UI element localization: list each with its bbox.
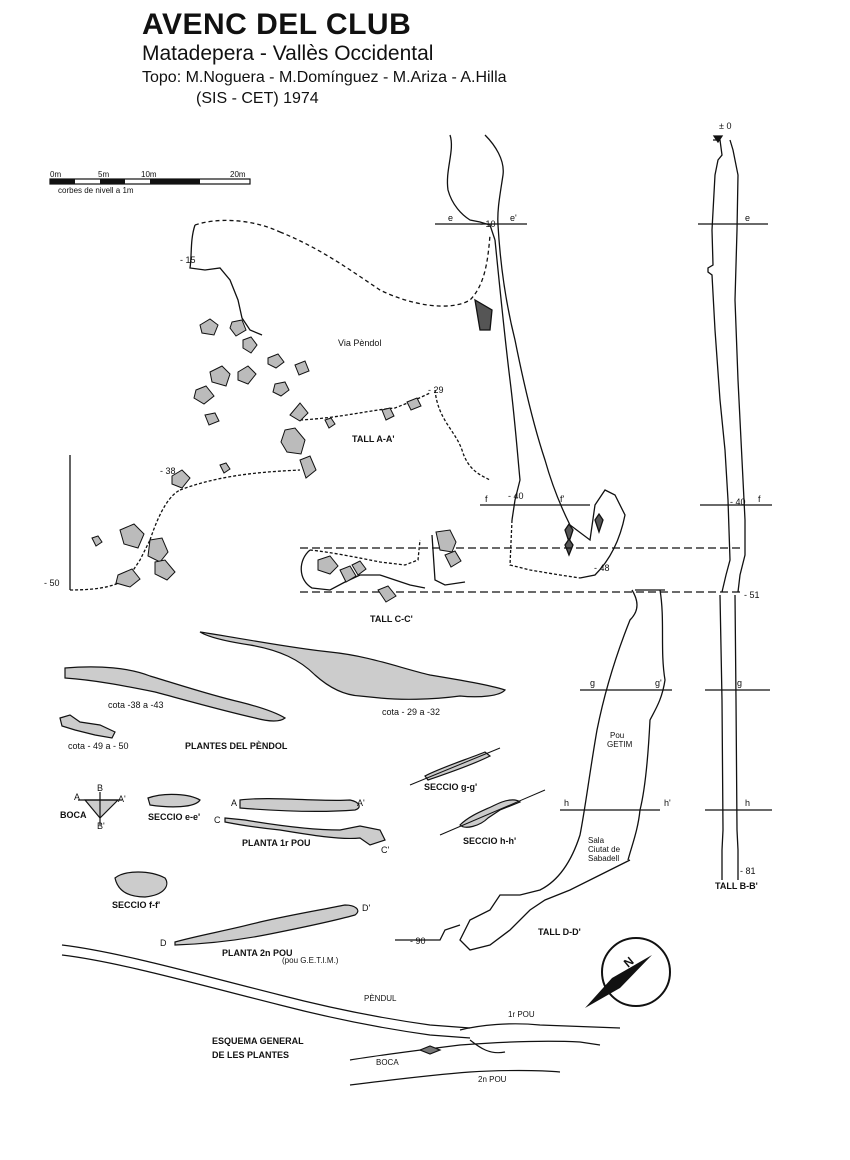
tall-d-d-label: TALL D-D' [538, 927, 581, 937]
seccio-f-f-label: SECCIO f-f' [112, 900, 160, 910]
north-arrow: N [585, 937, 671, 1008]
point-a2: A [231, 798, 237, 808]
planta-1r-pou [224, 817, 386, 846]
depth-90: - 90 [410, 936, 426, 946]
point-c-prime: C' [381, 845, 389, 855]
planta-2n-pou-sublabel: (pou G.E.T.I.M.) [282, 956, 339, 965]
map-labels: Via Pèndol TALL A-A' TALL C-C' TALL B-B'… [60, 338, 758, 1084]
planta-1r-pou-label: PLANTA 1r POU [242, 838, 311, 848]
section-c-c [300, 534, 740, 593]
depth-40-left: - 40 [508, 491, 524, 501]
scale-tick-10: 10m [141, 170, 157, 179]
depth-15: - 15 [180, 255, 196, 265]
mark-e-right: e [745, 213, 750, 223]
sala-label-3: Sabadell [588, 854, 619, 863]
pou2-label: 2n POU [478, 1075, 507, 1084]
scale-bar: 0m 5m 10m 20m corbes de nivell a 1m [49, 170, 251, 195]
mark-h-right: h [745, 798, 750, 808]
section-marks: e e' e f f' f g g' g h h' h [448, 213, 761, 808]
depth-0: ± 0 [719, 121, 731, 131]
boca-small-label: BOCA [376, 1058, 399, 1067]
mark-g: g [590, 678, 595, 688]
boca-section [83, 799, 120, 819]
depth-48: - 48 [594, 563, 610, 573]
section-lines [409, 747, 546, 836]
seccio-g-g-label: SECCIO g-g' [424, 782, 477, 792]
survey-title: AVENC DEL CLUB [142, 8, 412, 41]
section-d-d-lower [395, 589, 672, 951]
pou-getim-label-1: Pou [610, 731, 624, 740]
survey-location: Matadepera - Vallès Occidental [142, 42, 434, 65]
pou-getim-label-2: GETIM [607, 740, 633, 749]
scale-note: corbes de nivell a 1m [58, 186, 134, 195]
sala-label-1: Sala [588, 836, 605, 845]
depth-51: - 51 [744, 590, 760, 600]
section-a-a-boulders [91, 318, 422, 588]
mark-f-prime: f' [560, 494, 565, 504]
point-a-prime: A' [118, 794, 126, 804]
depth-labels: ± 0 - 10 - 15 - 29 - 38 - 40 - 40 - 48 -… [44, 121, 760, 946]
plantes-pendol-label: PLANTES DEL PÈNDOL [185, 741, 288, 751]
plan-pendol [59, 631, 507, 739]
seccio-e-e-label: SECCIO e-e' [148, 812, 200, 822]
depth-38: - 38 [160, 466, 176, 476]
tall-a-a-label: TALL A-A' [352, 434, 394, 444]
esquema-label-1: ESQUEMA GENERAL [212, 1036, 304, 1046]
mark-g-right: g [737, 678, 742, 688]
mark-e: e [448, 213, 453, 223]
scale-tick-5: 5m [98, 170, 109, 179]
point-b: B [97, 783, 103, 793]
pou1-label: 1r POU [508, 1010, 535, 1019]
point-c: C [214, 815, 221, 825]
seccio-h-h-label: SECCIO h-h' [463, 836, 516, 846]
scale-tick-0: 0m [50, 170, 61, 179]
boca-label: BOCA [60, 810, 87, 820]
depth-10: - 10 [480, 219, 496, 229]
mark-f-right: f [758, 494, 761, 504]
esquema-label-2: DE LES PLANTES [212, 1050, 289, 1060]
mark-g-prime: g' [655, 678, 662, 688]
esquema-general [61, 944, 621, 1086]
sala-label-2: Ciutat de [588, 845, 621, 854]
planta-2n-pou-label: PLANTA 2n POU [222, 948, 293, 958]
via-pendol-label: Via Pèndol [338, 338, 381, 348]
section-c-c-boulders [317, 529, 462, 603]
depth-40-right: - 40 [730, 497, 746, 507]
depth-29: - 29 [428, 385, 444, 395]
point-d-prime: D' [362, 903, 370, 913]
mark-f: f [485, 494, 488, 504]
cross-sections [78, 751, 522, 946]
section-a-a [69, 219, 493, 591]
scale-tick-20: 20m [230, 170, 246, 179]
point-a: A [74, 792, 80, 802]
point-d: D [160, 938, 167, 948]
planta-2n-pou [174, 904, 359, 946]
point-b-prime: B' [97, 821, 105, 831]
point-a2-prime: A' [357, 798, 365, 808]
pendul-label: PÈNDUL [364, 994, 397, 1003]
depth-50: - 50 [44, 578, 60, 588]
cota-29-label: cota - 29 a -32 [382, 707, 440, 717]
seccio-f-f-shape [114, 871, 168, 898]
tall-c-c-label: TALL C-C' [370, 614, 413, 624]
cota-49-label: cota - 49 a - 50 [68, 741, 129, 751]
survey-credits: Topo: M.Noguera - M.Domínguez - M.Ariza … [142, 69, 507, 86]
survey-group-year: (SIS - CET) 1974 [196, 90, 319, 107]
depth-81: - 81 [740, 866, 756, 876]
cota-38-label: cota -38 a -43 [108, 700, 164, 710]
tall-b-b-label: TALL B-B' [715, 881, 758, 891]
mark-h: h [564, 798, 569, 808]
seccio-e-e-shape [147, 793, 201, 808]
mark-h-prime: h' [664, 798, 671, 808]
section-d-d-upper [435, 134, 626, 579]
section-b-b [698, 135, 772, 880]
planta-1r-pou-top [239, 797, 360, 812]
mark-e-prime: e' [510, 213, 517, 223]
